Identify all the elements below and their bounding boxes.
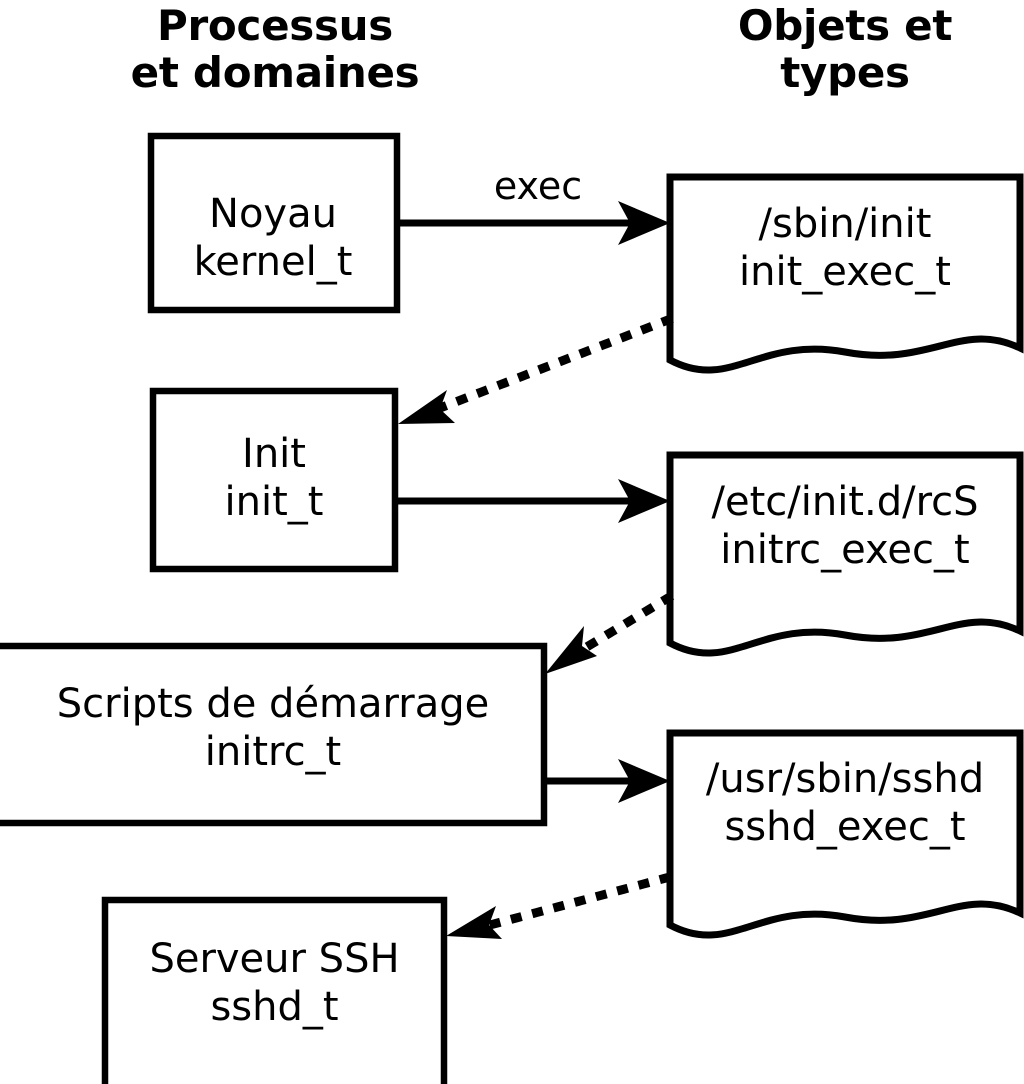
edge-label-exec: exec xyxy=(493,164,583,208)
node-label-initrc: Scripts de démarrage initrc_t xyxy=(56,681,490,775)
edge-sshdexec-to-sshd xyxy=(446,872,672,939)
node-box-sshd[interactable] xyxy=(101,896,448,1084)
node-label-init-exec: /sbin/init init_exec_t xyxy=(739,201,951,295)
node-label-initrc-exec: /etc/init.d/rcS initrc_exec_t xyxy=(711,479,979,573)
edge-initrcexec-to-initrc xyxy=(545,591,675,674)
node-doc-sshdexec[interactable] xyxy=(666,729,1024,939)
node-label-sshd: Serveur SSH sshd_t xyxy=(149,936,400,1030)
node-doc-initexec[interactable] xyxy=(666,173,1024,374)
edge-init-to-initrcexec xyxy=(395,479,670,523)
node-label-sshd-exec: /usr/sbin/sshd sshd_exec_t xyxy=(705,756,985,850)
node-label-kernel: Noyau kernel_t xyxy=(193,191,353,285)
node-label-init: Init init_t xyxy=(224,431,324,525)
node-box-init[interactable] xyxy=(149,387,399,573)
edge-initexec-to-init xyxy=(398,314,674,424)
node-box-kernel[interactable] xyxy=(147,132,401,314)
column-header-objects: Objets et types xyxy=(737,1,953,97)
edge-kernel-to-initexec xyxy=(397,201,670,245)
edge-initrc-to-sshdexec xyxy=(544,759,670,803)
column-header-processes: Processus et domaines xyxy=(130,1,420,97)
node-box-initrc[interactable] xyxy=(0,642,548,827)
node-doc-initrcexec[interactable] xyxy=(666,451,1024,657)
